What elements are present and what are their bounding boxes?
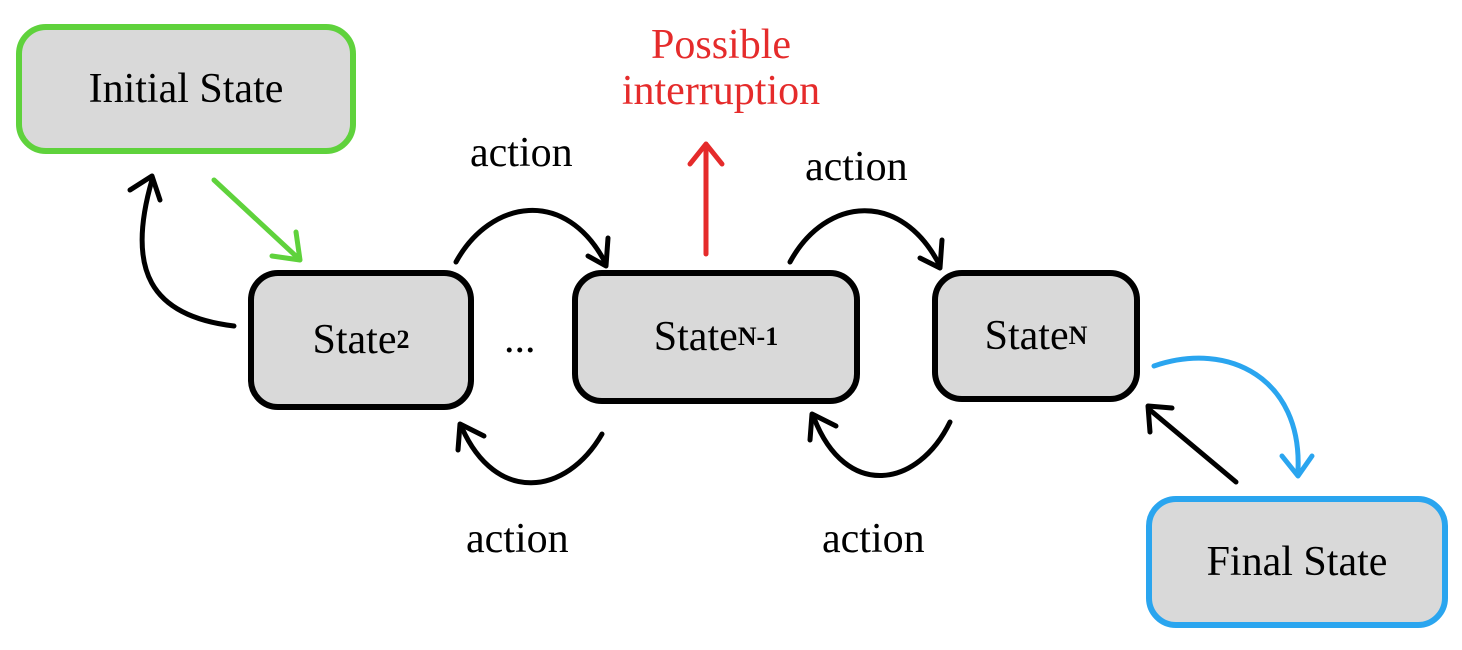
ellipsis: ...	[504, 316, 536, 362]
node-staten-subscript: N	[1068, 321, 1088, 350]
node-staten1-label: State	[653, 314, 738, 360]
edge-label-action-top-1: action	[470, 130, 573, 176]
arrowhead-staten-to-final	[1279, 453, 1315, 479]
arrowhead-action-bottom-1	[455, 421, 487, 453]
edge-label-action-top-2: action	[805, 144, 908, 190]
arrow-initial-to-state2	[211, 177, 301, 261]
arrow-state2-to-initial	[139, 177, 237, 329]
node-state2-subscript: 2	[396, 325, 410, 354]
node-staten1-subscript: N-1	[737, 322, 779, 351]
arrowhead-initial-to-state2	[269, 229, 303, 263]
arrowhead-interruption	[687, 141, 725, 167]
arrow-action-top-2	[787, 208, 943, 269]
node-initial-label: Initial State	[88, 66, 284, 112]
interruption-line-1: Possible	[650, 22, 792, 68]
interruption-label: Possible interruption	[590, 22, 852, 114]
interruption-line-2: interruption	[621, 68, 821, 115]
arrow-action-bottom-2	[811, 415, 953, 478]
arrow-action-top-1	[453, 208, 609, 267]
arrow-action-bottom-1	[459, 425, 605, 486]
arrowhead-action-top-1	[585, 235, 611, 269]
arrow-staten-to-final	[1151, 355, 1301, 473]
node-final-label: Final State	[1206, 539, 1388, 585]
arrowhead-state2-to-initial	[127, 173, 163, 203]
arrow-final-to-staten	[1147, 407, 1239, 485]
node-state2-label: State	[312, 317, 397, 363]
arrowhead-final-to-staten	[1145, 403, 1175, 435]
node-initial-state: Initial State	[16, 24, 356, 154]
edge-label-action-bottom-1: action	[466, 516, 569, 562]
node-staten-label: State	[984, 313, 1069, 359]
node-final-state: Final State	[1146, 496, 1448, 628]
arrowhead-action-top-2	[917, 237, 945, 271]
arrowhead-action-bottom-2	[807, 411, 839, 443]
edge-label-action-bottom-2: action	[822, 516, 925, 562]
